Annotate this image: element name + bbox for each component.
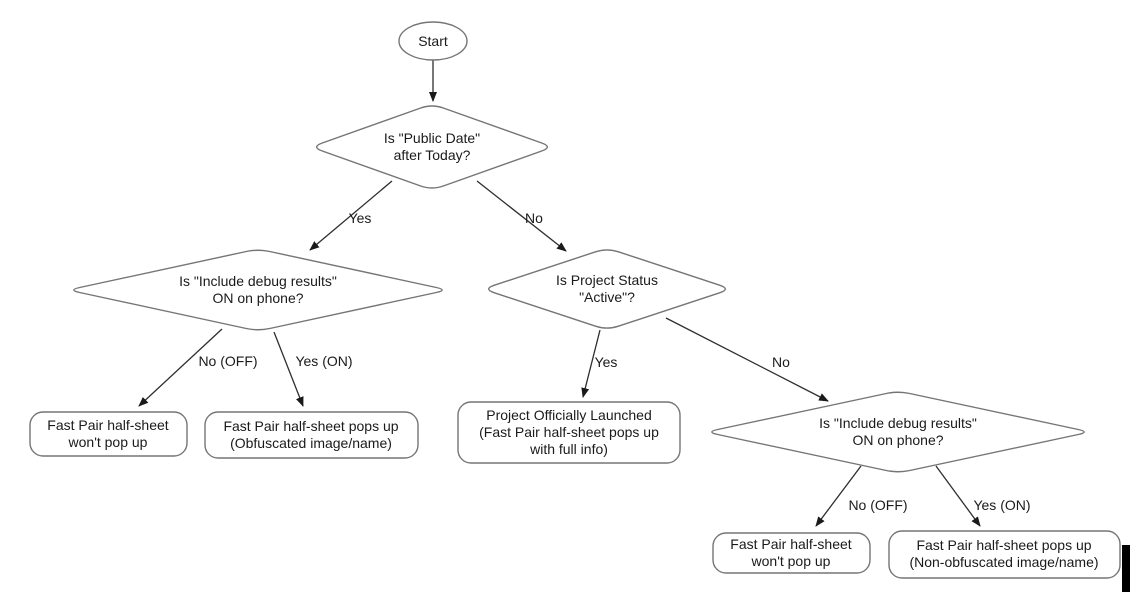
decision-text: "Active"? [579, 289, 635, 305]
cursor-artifact-bar [1122, 545, 1130, 592]
decision-text: Is "Include debug results" [819, 415, 977, 431]
edge-label-debug-right-yes: Yes (ON) [973, 497, 1030, 513]
edge-public-date-yes [309, 180, 393, 251]
edge-labels: Yes No No (OFF) Yes (ON) Yes No No (OFF)… [198, 210, 1030, 513]
edge-label-debug-left-yes: Yes (ON) [295, 353, 352, 369]
edge-debug-right-yes-on [935, 465, 981, 527]
node-decision-public-date: Is "Public Date" after Today? [315, 105, 549, 189]
result-text: won't pop up [68, 434, 148, 450]
edge-label-project-status-no: No [772, 354, 790, 370]
edges [138, 60, 981, 527]
edge-label-public-date-yes: Yes [349, 210, 372, 226]
edge-label-debug-left-no: No (OFF) [198, 353, 257, 369]
decision-diamond [315, 105, 549, 189]
result-text: (Fast Pair half-sheet pops up [479, 424, 659, 440]
result-text: with full info) [529, 441, 608, 457]
result-text: Fast Pair half-sheet [730, 536, 851, 552]
decision-text: after Today? [394, 147, 471, 163]
result-box [888, 530, 1121, 579]
decision-text: ON on phone? [212, 290, 303, 306]
edge-label-debug-right-no: No (OFF) [848, 497, 907, 513]
node-start: Start [398, 21, 468, 61]
result-text: (Obfuscated image/name) [230, 435, 392, 451]
decision-text: ON on phone? [852, 432, 943, 448]
node-decision-debug-left: Is "Include debug results" ON on phone? [73, 249, 443, 331]
decision-text: Is "Public Date" [384, 130, 480, 146]
node-result-obfuscated: Fast Pair half-sheet pops up (Obfuscated… [204, 411, 419, 459]
decision-text: Is Project Status [556, 272, 658, 288]
result-text: (Non-obfuscated image/name) [909, 554, 1098, 570]
edge-debug-right-no-off [815, 465, 862, 527]
edge-label-public-date-no: No [525, 210, 543, 226]
node-decision-debug-right: Is "Include debug results" ON on phone? [711, 391, 1085, 473]
edge-debug-left-yes-on [273, 331, 304, 407]
edge-public-date-no [476, 180, 567, 252]
result-box [29, 411, 188, 457]
node-decision-project-status: Is Project Status "Active"? [488, 249, 727, 329]
start-label: Start [418, 33, 448, 49]
node-result-launched: Project Officially Launched (Fast Pair h… [457, 401, 681, 464]
result-text: Fast Pair half-sheet pops up [223, 418, 398, 434]
start-ellipse [398, 21, 468, 61]
result-box [712, 532, 871, 574]
result-text: Project Officially Launched [486, 407, 652, 423]
result-text: Fast Pair half-sheet [47, 417, 168, 433]
result-box [457, 401, 681, 464]
decision-text: Is "Include debug results" [179, 273, 337, 289]
decision-diamond [711, 391, 1085, 473]
result-text: Fast Pair half-sheet pops up [916, 537, 1091, 553]
node-result-non-obfuscated: Fast Pair half-sheet pops up (Non-obfusc… [888, 530, 1121, 579]
edge-project-status-no [665, 317, 829, 402]
result-text: won't pop up [751, 553, 831, 569]
decision-diamond [73, 249, 443, 331]
decision-diamond [488, 249, 727, 329]
result-box [204, 411, 419, 459]
edge-label-project-status-yes: Yes [595, 354, 618, 370]
node-result-wont-pop-up-left: Fast Pair half-sheet won't pop up [29, 411, 188, 457]
node-result-wont-pop-up-right: Fast Pair half-sheet won't pop up [712, 532, 871, 574]
edge-debug-left-no-off [138, 328, 223, 407]
edge-project-status-yes [581, 329, 601, 398]
